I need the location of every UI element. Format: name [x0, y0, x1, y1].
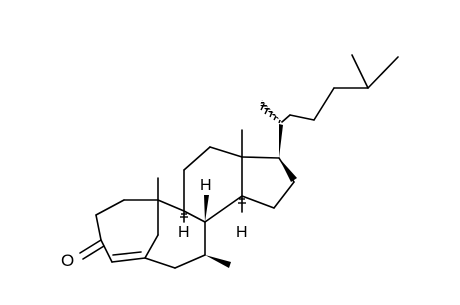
bond-c2-c3	[95, 214, 102, 241]
h-label-c14: H	[236, 224, 248, 241]
oxygen-label: O	[61, 251, 74, 270]
bond-c11-c12	[183, 146, 211, 171]
wedge-c17-c20	[279, 124, 283, 158]
bond-c5-c10	[144, 234, 159, 259]
hash-bonds	[260, 100, 282, 122]
bond-c25-c26	[351, 54, 369, 89]
bond-c2-c1	[95, 199, 125, 216]
bond-c12-c13	[209, 146, 243, 158]
bond-c3-o-double	[82, 245, 105, 260]
wedge-c8-h	[204, 195, 209, 222]
bond-c17-c13	[241, 156, 280, 159]
bond-c3-o	[79, 239, 102, 254]
wedge-c7-methyl	[205, 255, 231, 268]
bond-c20-c22	[281, 114, 291, 123]
bond-c23-c24	[313, 87, 335, 121]
bond-c9-c10	[157, 199, 185, 212]
hash-bond-lines	[180, 103, 281, 218]
bond-c15-c16	[273, 181, 295, 209]
oxygen-label-bg	[59, 248, 77, 268]
hash-c20-c21	[260, 100, 282, 122]
bond-c25-c27	[367, 56, 399, 89]
bond-c14-c8	[204, 195, 243, 223]
wedge-c17-c16	[279, 158, 297, 182]
bond-c4-c5-double	[112, 251, 142, 256]
bond-c22-c23	[289, 114, 315, 121]
bond-c14-c15	[241, 195, 275, 209]
bond-c8-c9	[183, 210, 206, 223]
wedge-bonds	[204, 124, 297, 268]
bond-c3-c4	[100, 239, 113, 263]
bond-c6-c7	[174, 254, 206, 269]
h-label-c8: H	[200, 177, 212, 194]
bond-c4-c5	[111, 257, 146, 263]
bond-c5-c6	[144, 257, 176, 269]
h-label-c9: H	[178, 224, 190, 241]
